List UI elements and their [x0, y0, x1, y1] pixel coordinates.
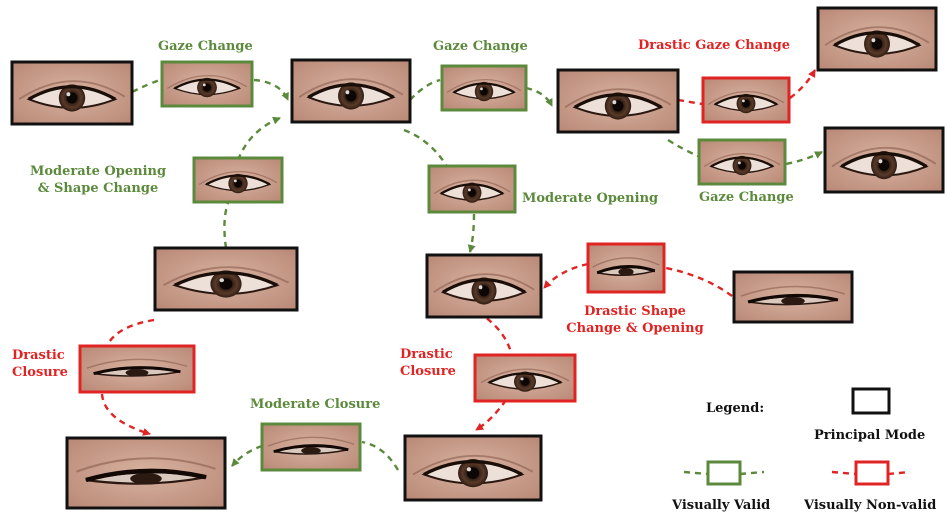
- label-drastic-closure-mid: Drastic Closure: [400, 346, 456, 380]
- principal-eye-7: [427, 255, 541, 317]
- connector-mod-opening-shape-out: [238, 118, 280, 160]
- connector-drastic-closure-mid-in: [478, 312, 512, 356]
- valid-eye-mod-closure: [262, 424, 360, 470]
- label-drastic-gaze-change: Drastic Gaze Change: [638, 37, 790, 54]
- legend-principal-box: [853, 389, 889, 413]
- connector-drastic-shape-in: [666, 268, 732, 296]
- connector-mod-closure-out: [232, 446, 262, 466]
- connector-mod-opening-out: [470, 214, 474, 252]
- legend-title: Legend:: [706, 400, 764, 417]
- label-drastic-closure-left-line-2: Closure: [12, 364, 68, 381]
- connector-gaze-1-out: [254, 80, 288, 100]
- connector-gaze-1-in: [132, 80, 160, 92]
- valid-eye-mod-opening-shape: [194, 158, 282, 202]
- principal-eye-2: [292, 60, 410, 122]
- valid-eye-gaze-1: [162, 62, 252, 106]
- principal-eye-6: [155, 248, 297, 310]
- connector-drastic-gaze-in: [678, 100, 702, 104]
- nonvalid-eye-drastic-closure-left: [80, 346, 194, 392]
- connector-drastic-closure-mid-out: [476, 400, 506, 430]
- connector-mod-opening-shape-in: [224, 203, 228, 248]
- connector-gaze-3-in: [668, 140, 698, 156]
- connector-drastic-closure-left-out: [102, 394, 150, 434]
- valid-eye-gaze-2: [442, 66, 526, 110]
- label-moderate-closure: Moderate Closure: [250, 396, 380, 413]
- legend-valid-line-left: [684, 472, 708, 474]
- label-drastic-closure-mid-line-1: Drastic: [400, 346, 456, 363]
- legend-valid-line-right: [740, 472, 764, 474]
- nonvalid-eye-drastic-closure-mid: [475, 355, 575, 401]
- label-drastic-closure-mid-line-2: Closure: [400, 363, 456, 380]
- connector-drastic-gaze-out: [790, 70, 815, 98]
- valid-eye-mod-opening: [429, 166, 515, 212]
- connector-drastic-closure-left-in: [108, 320, 154, 344]
- legend-nonvalid-line-left: [832, 472, 856, 474]
- label-moderate-opening-shape-line-2: & Shape Change: [24, 180, 172, 197]
- principal-eye-8: [734, 272, 852, 322]
- connector-gaze-3-out: [786, 152, 822, 164]
- label-drastic-closure-left: Drastic Closure: [12, 347, 68, 381]
- label-moderate-opening-shape: Moderate Opening & Shape Change: [24, 163, 172, 197]
- valid-eye-gaze-3: [699, 140, 785, 184]
- legend-valid-label: Visually Valid: [672, 497, 770, 514]
- label-moderate-opening: Moderate Opening: [522, 190, 658, 207]
- principal-eye-5: [825, 128, 943, 192]
- connector-mod-opening-in: [404, 130, 446, 165]
- principal-eye-4: [818, 8, 936, 70]
- legend-valid-box: [708, 462, 740, 484]
- label-drastic-closure-left-line-1: Drastic: [12, 347, 68, 364]
- nonvalid-eye-drastic-shape: [588, 244, 664, 292]
- label-moderate-opening-shape-line-1: Moderate Opening: [24, 163, 172, 180]
- connector-gaze-2-out: [526, 88, 552, 106]
- connector-drastic-shape-out: [544, 264, 588, 288]
- legend-nonvalid-box: [856, 462, 888, 484]
- label-drastic-shape-opening-line-2: Change & Opening: [560, 320, 710, 337]
- label-drastic-shape-opening: Drastic Shape Change & Opening: [560, 303, 710, 337]
- principal-eye-9: [67, 438, 225, 508]
- label-gaze-change-2: Gaze Change: [433, 38, 528, 55]
- principal-eye-10: [405, 436, 541, 500]
- nonvalid-eye-drastic-gaze: [703, 78, 789, 122]
- principal-eye-1: [12, 62, 132, 124]
- legend-nonvalid-label: Visually Non-valid: [804, 497, 936, 514]
- label-gaze-change-1: Gaze Change: [158, 38, 253, 55]
- principal-eye-3: [558, 70, 678, 132]
- connector-mod-closure-in: [362, 442, 398, 470]
- label-drastic-shape-opening-line-1: Drastic Shape: [560, 303, 710, 320]
- connector-gaze-2-in: [410, 80, 440, 100]
- label-gaze-change-3: Gaze Change: [699, 189, 794, 206]
- legend-principal-label: Principal Mode: [814, 427, 925, 444]
- legend-nonvalid-line-right: [888, 472, 910, 474]
